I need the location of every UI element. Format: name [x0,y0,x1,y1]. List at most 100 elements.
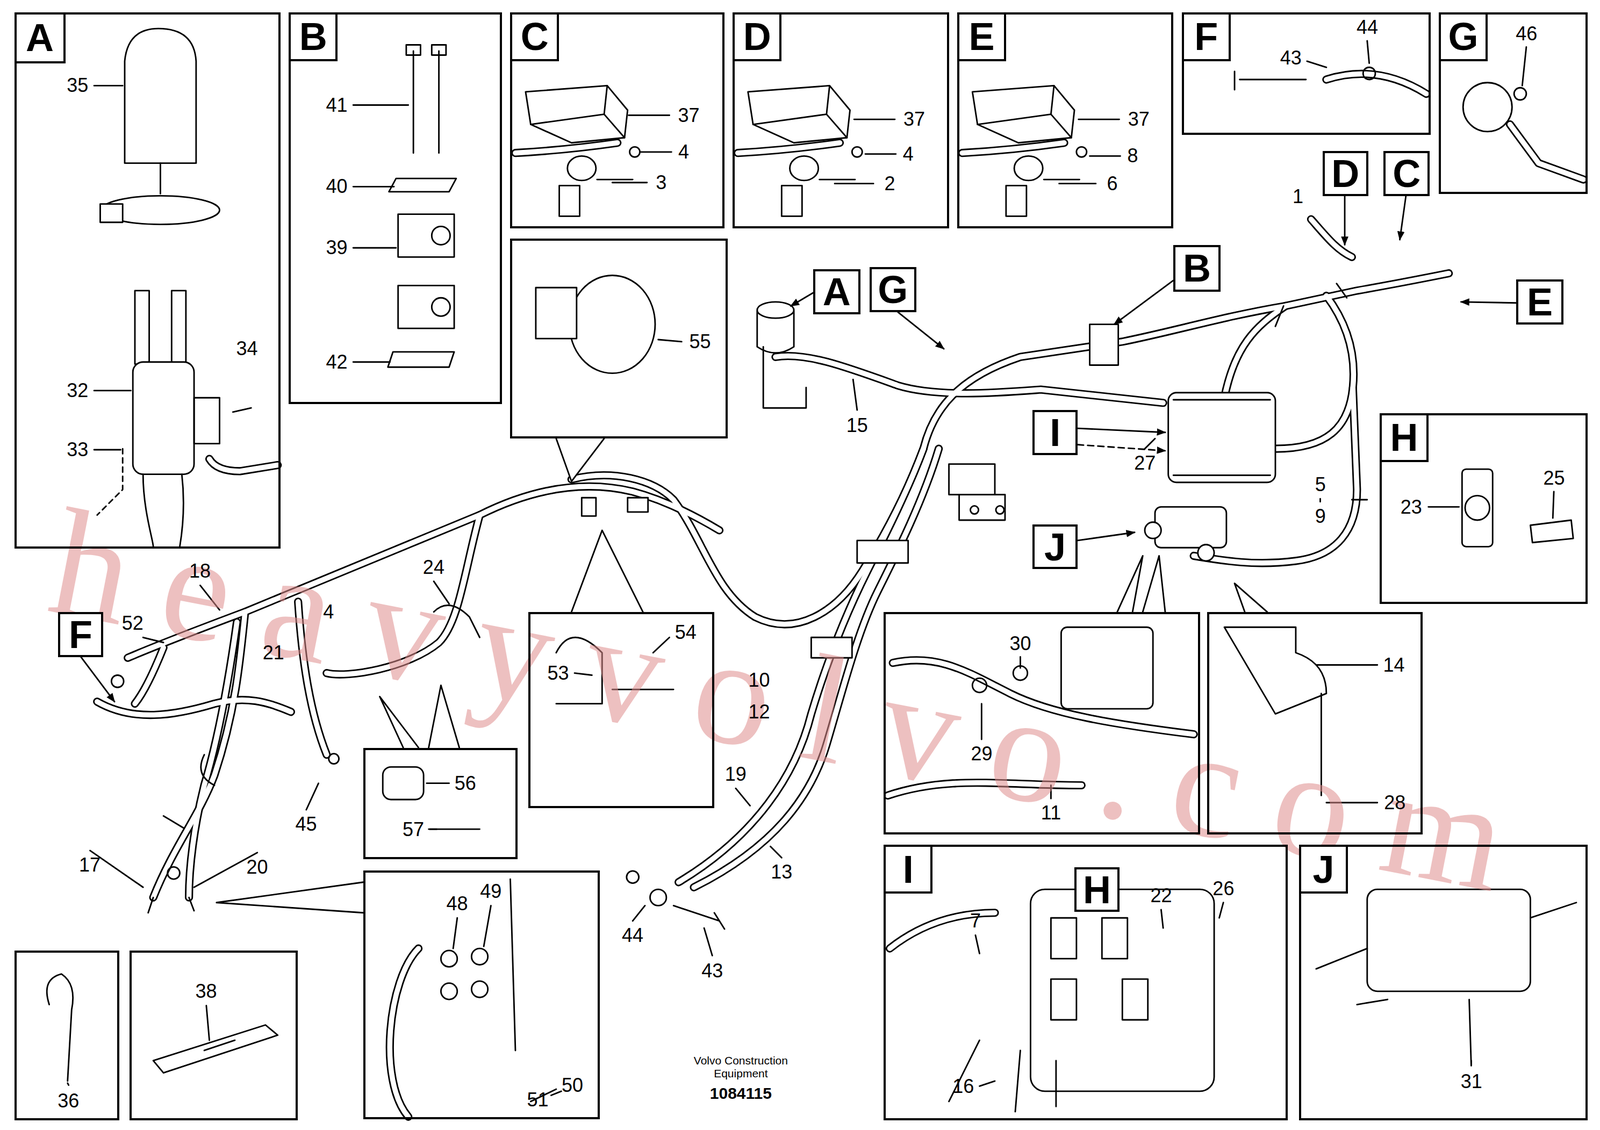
callout-number: 48 [446,894,469,914]
callout-number: 16 [952,1077,974,1097]
view-letter-box: G [1438,12,1488,62]
callout-number: 5 [1315,475,1326,495]
drawing-stroke [898,312,944,349]
callout-number: 7 [970,911,981,931]
drawing-stroke [1469,999,1472,1066]
callout-number: 8 [1127,146,1138,166]
view-letter-box: J [1299,844,1348,894]
view-letter: J [1312,850,1334,889]
callout-number: 44 [621,926,644,946]
drawing-stroke [1142,555,1166,612]
callout-number: 37 [678,105,700,126]
drawing-stroke [556,438,605,482]
callout-number: 1 [1292,187,1304,207]
drawing-stroke [124,28,197,164]
callout-number: 54 [675,622,697,643]
callout-number: 4 [678,142,690,162]
view-letter: H [1082,870,1111,910]
drawing-stroke [1530,520,1574,543]
callout-letter-box: A [813,269,860,315]
drawing-stroke [440,950,457,967]
drawing-stroke [1461,469,1493,547]
drawing-stroke [389,178,457,192]
drawing-stroke [763,346,807,408]
drawing-stroke [1362,67,1376,80]
drawing-stroke [232,407,251,413]
drawing-stroke [148,897,195,913]
callout-number: 26 [1212,879,1234,899]
view-letter: E [968,17,995,56]
callout-number: 3 [655,173,667,193]
drawing-stroke [1344,195,1346,245]
drawing-stroke [1030,889,1215,1092]
drawing-stroke [431,297,450,317]
view-letter-box: C [510,12,559,62]
drawing-stroke [1275,283,1368,500]
view-letter: F [68,615,93,655]
view-letter: B [1182,248,1211,288]
callout-number: 27 [1134,453,1156,473]
drawing-stroke [1465,495,1490,521]
drawing-stroke [413,51,439,154]
drawing-stroke [328,754,340,765]
callout-number: 19 [725,764,747,785]
drawing-stroke [216,882,364,914]
detail-panel: 2325H [1379,413,1588,605]
view-letter: A [822,272,851,312]
drawing-stroke [658,339,683,342]
callout-letter-box: B [1173,245,1221,292]
drawing-stroke [673,905,725,930]
view-letter-box: H [1379,413,1429,463]
callout-number: 20 [246,857,268,878]
drawing-stroke [406,45,421,56]
callout-letter-box: J [1032,524,1078,570]
view-letter-box: I [883,844,933,894]
view-letter-box: A [14,12,66,64]
callout-number: 56 [454,773,477,794]
drawing-stroke [1316,902,1577,1006]
drawing-stroke [99,204,123,223]
drawing-stroke [1144,522,1161,539]
view-letter: C [1392,154,1421,193]
view-letter-box: D [732,12,782,62]
drawing-stroke [1234,583,1268,613]
drawing-stroke [972,85,1087,217]
callout-number: 37 [903,109,925,129]
drawing-stroke [440,983,457,1000]
callout-number: 15 [846,415,868,436]
drawing-stroke [525,85,628,143]
detail-panel: 54 53 [528,612,715,809]
drawing-stroke [1122,979,1148,1021]
drawing-stroke [46,974,73,1082]
callout-number: 38 [195,981,217,1002]
callout-number: 34 [235,339,258,359]
detail-panel: 5657 [363,748,518,860]
callout-number: 6 [1106,174,1118,194]
callout-number: 4 [902,144,914,164]
drawing-stroke [629,146,641,157]
detail-panel: 302911 [883,612,1201,835]
drawing-stroke [569,275,656,373]
drawing-stroke [1470,1060,1473,1066]
callout-number: 39 [325,238,348,258]
drawing-stroke [89,783,713,957]
drawing-stroke [471,948,488,965]
detail-panel: 41403942B [288,12,502,405]
drawing-stroke [159,163,162,195]
drawing-stroke [388,352,455,368]
callout-number: 53 [547,663,569,684]
view-letter-box: H [1074,867,1120,913]
detail-panel: 31J [1299,844,1588,1121]
callout-number: 18 [189,561,211,581]
callout-number: 22 [1150,886,1173,906]
detail-panel: 3742D [732,12,950,229]
drawing-stroke [194,397,220,444]
drawing-stroke [167,866,181,880]
view-letter: A [25,18,54,57]
callout-number: 30 [1009,634,1032,654]
drawing-stroke [790,292,814,307]
view-letter-box: F [1181,12,1231,62]
callout-letter-box: E [1516,279,1563,325]
drawing-stroke [510,879,556,1102]
